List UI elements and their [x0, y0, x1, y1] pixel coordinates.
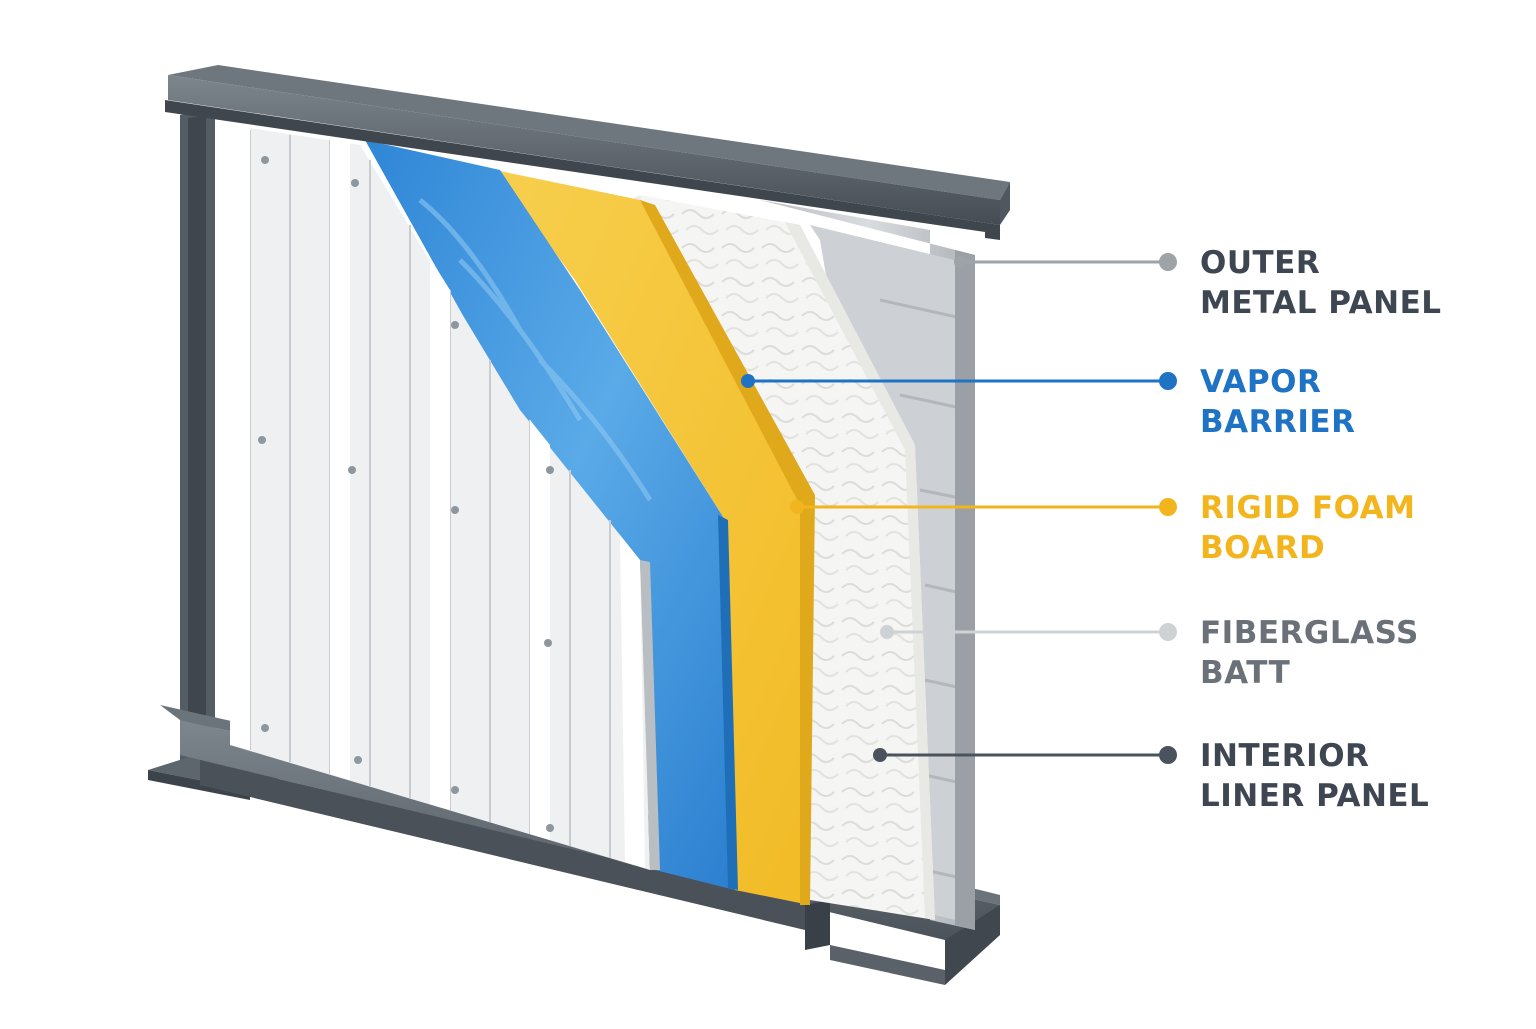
- label-rigid-foam-board: RIGID FOAM BOARD: [1200, 488, 1415, 568]
- outer-metal-panel-shape: [230, 125, 660, 870]
- label-line: LINER PANEL: [1200, 778, 1430, 814]
- label-line: BOARD: [1200, 530, 1326, 566]
- label-line: INTERIOR: [1200, 738, 1370, 774]
- vapor-barrier-shape: [365, 140, 738, 890]
- label-vapor-barrier: VAPOR BARRIER: [1200, 362, 1355, 442]
- label-interior-liner-panel: INTERIOR LINER PANEL: [1200, 736, 1429, 816]
- top-steel-channel: [165, 65, 1010, 240]
- marker-vapor-barrier: [741, 374, 755, 388]
- label-line: FIBERGLASS: [1200, 615, 1419, 651]
- label-line: OUTER: [1200, 245, 1321, 281]
- label-fiberglass-batt: FIBERGLASS BATT: [1200, 613, 1419, 693]
- label-outer-metal-panel: OUTER METAL PANEL: [1200, 243, 1442, 323]
- label-line: BATT: [1200, 655, 1291, 691]
- marker-fiberglass-batt: [880, 625, 894, 639]
- label-line: RIGID FOAM: [1200, 490, 1416, 526]
- marker-outer-metal-panel: [954, 256, 966, 268]
- marker-interior-liner-panel: [873, 748, 887, 762]
- label-line: BARRIER: [1200, 404, 1356, 440]
- callout-leaders: [741, 253, 1177, 764]
- label-line: METAL PANEL: [1200, 285, 1442, 321]
- marker-rigid-foam-board: [790, 500, 804, 514]
- label-line: VAPOR: [1200, 364, 1322, 400]
